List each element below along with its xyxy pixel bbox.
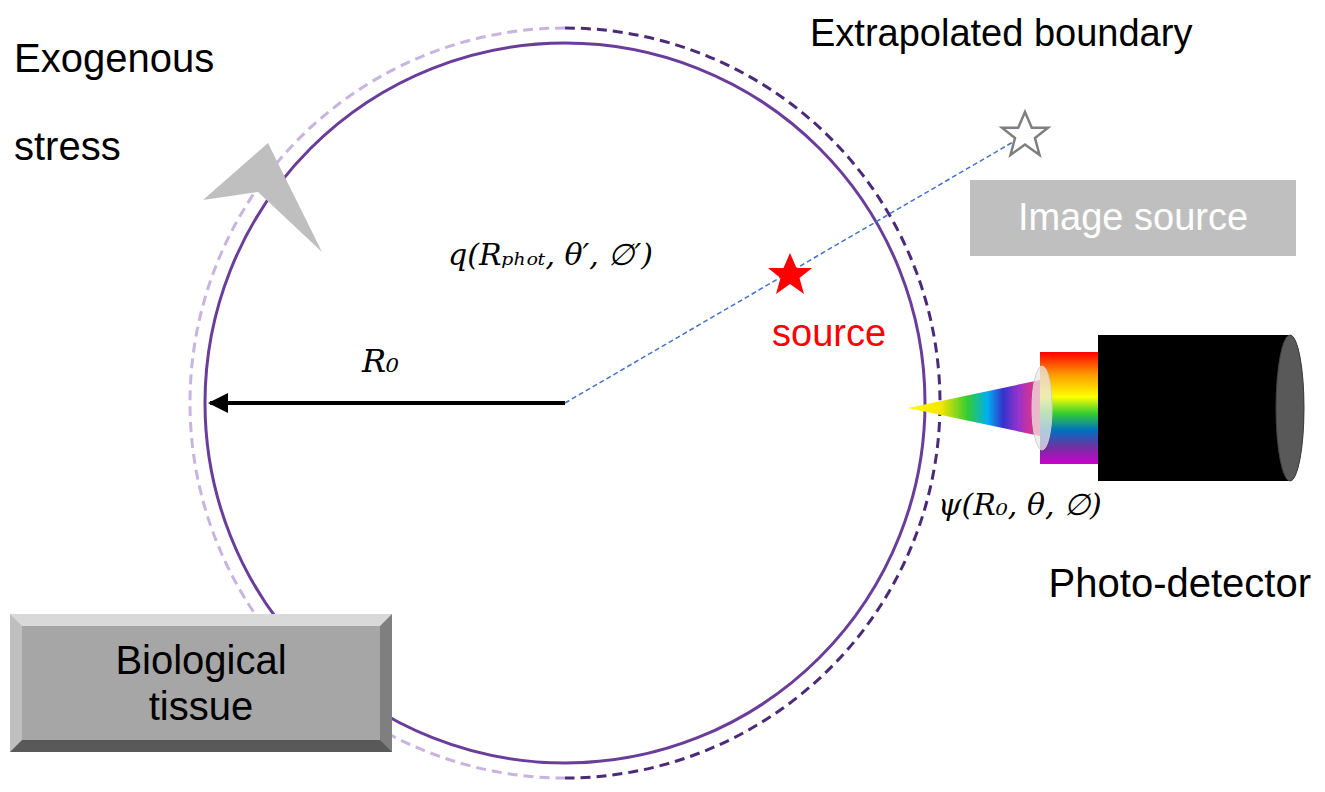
stress-arrow [203,143,322,252]
detector-end [1276,335,1304,481]
box-text: Biological tissue [81,637,321,729]
lens [1032,366,1052,450]
field-formula: ψ(R₀, θ, ∅) [938,488,1102,523]
light-cone [908,380,1040,436]
box-text: Image source [1018,196,1248,240]
detector-label: Photo-detector [1049,560,1311,606]
boundary-label: Extrapolated boundary [810,12,1192,56]
source-label: source [772,312,886,356]
image-star [1002,112,1048,155]
detector-body [1098,335,1304,481]
radius-arrow [210,401,565,405]
image-source-box: Image source [970,180,1296,256]
source-star [768,253,812,294]
source-formula: q(Rₚₕₒₜ, θ′, ∅′) [448,238,653,273]
tissue-box: Biological tissue [10,614,392,752]
stress-label: Exogenous stress [14,14,264,190]
radius-label: R₀ [362,343,399,380]
extrapolated-boundary [565,28,940,778]
